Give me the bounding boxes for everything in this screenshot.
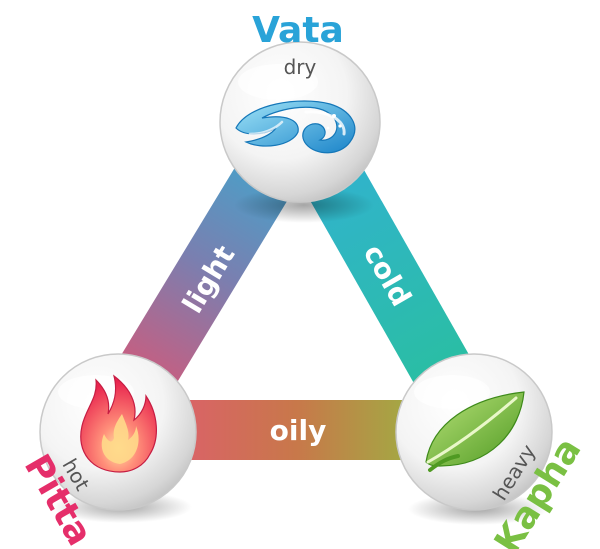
air-swirl-icon <box>235 100 356 154</box>
dosha-title-vata: Vata <box>252 10 344 51</box>
node-vata: dry <box>219 41 381 223</box>
fire-flame-icon <box>80 374 157 473</box>
node-quality-dry: dry <box>284 55 317 79</box>
node-pitta: hot <box>39 353 197 523</box>
node-kapha: heavy <box>395 353 553 525</box>
green-leaf-icon <box>425 391 525 472</box>
edge-label-oily: oily <box>270 414 327 447</box>
